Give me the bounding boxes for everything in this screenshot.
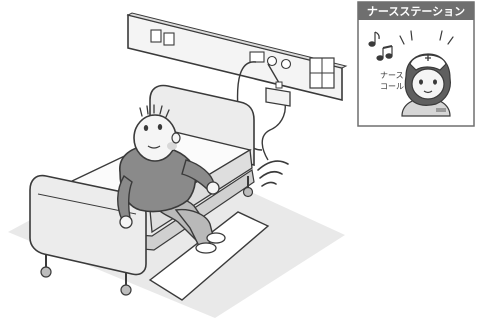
patient-foot (196, 243, 216, 253)
bed-wheel (121, 285, 131, 295)
wall-outlet-left (151, 30, 161, 42)
nurse-call-label-line2: コール (380, 82, 404, 91)
inset-title: ナースステーション (367, 5, 465, 18)
patient-hand (120, 216, 132, 228)
patient-foot (207, 233, 225, 243)
name-tag (436, 108, 446, 112)
patient-hand (207, 182, 219, 194)
wall-outlet-left-2 (164, 33, 174, 45)
nurse-figure (402, 54, 450, 116)
bed-wheel (244, 188, 253, 197)
nurse-station-inset: ナースステーション ナース コール (358, 2, 474, 126)
nurse-face (412, 69, 444, 99)
patient-head (134, 115, 176, 161)
bed-wheel (41, 267, 51, 277)
nurse-call-label-line1: ナース (380, 71, 404, 80)
signal-waves-icon (258, 161, 288, 186)
call-socket (250, 52, 264, 62)
gas-outlet-2 (282, 60, 291, 69)
